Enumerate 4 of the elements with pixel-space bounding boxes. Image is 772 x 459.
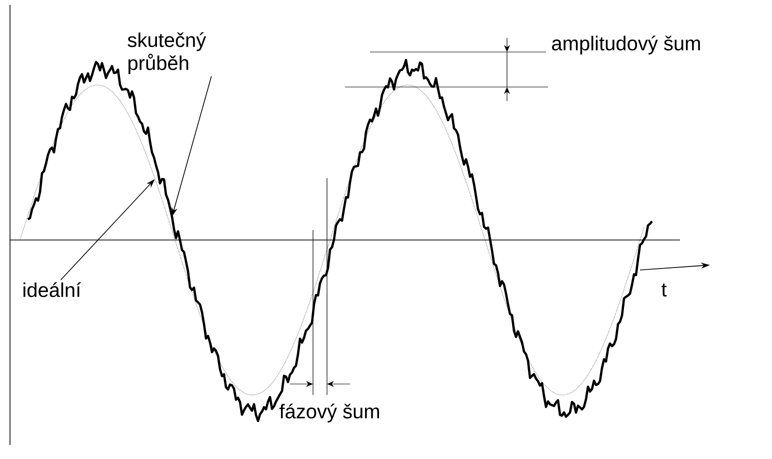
- label-text: amplitudový šum: [552, 36, 700, 54]
- caption-text: skutečný průběh: [128, 32, 206, 74]
- label-text: fázový šum: [279, 404, 379, 422]
- label-text: t: [662, 283, 667, 297]
